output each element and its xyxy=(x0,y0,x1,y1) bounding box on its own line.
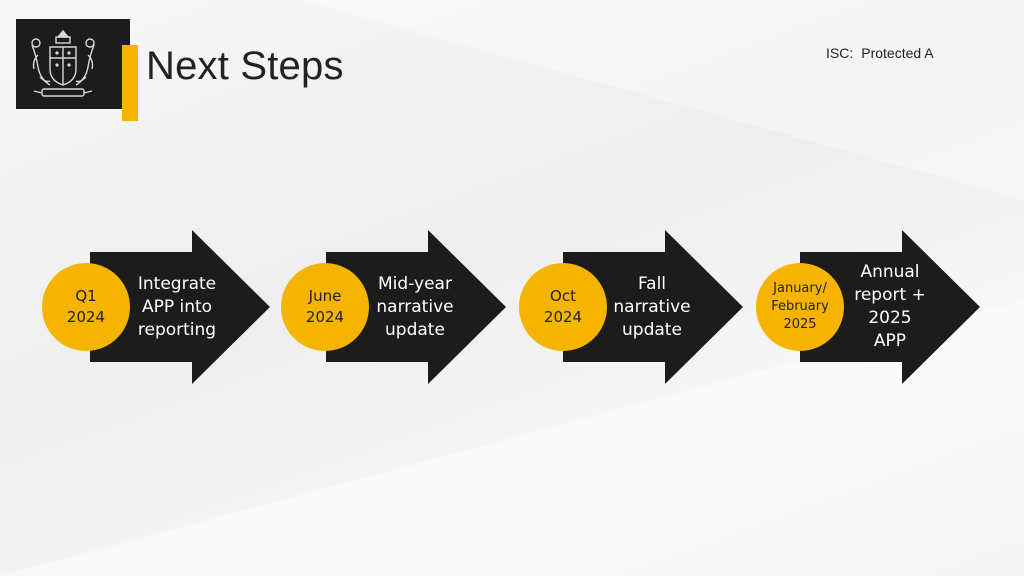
step-3-arrow: Fall narrative update xyxy=(563,230,743,384)
arrow-shape xyxy=(326,230,506,384)
step-3-label: Fall narrative update xyxy=(613,273,691,340)
arrow-shape xyxy=(563,230,743,384)
step-1-arrow: Integrate APP into reporting xyxy=(90,230,270,384)
step-1-label: Integrate APP into reporting xyxy=(137,273,217,340)
logo xyxy=(16,19,138,121)
classification-org: ISC: xyxy=(826,45,854,61)
step-2-label: Mid-year narrative update xyxy=(376,273,454,340)
step-3-date: Oct 2024 xyxy=(519,263,607,351)
step-2-arrow: Mid-year narrative update xyxy=(326,230,506,384)
logo-accent-bar xyxy=(122,45,138,121)
step-4-arrow: Annual report + 2025 APP xyxy=(800,230,980,384)
coat-of-arms-icon xyxy=(31,29,95,97)
classification-level: Protected A xyxy=(861,45,934,61)
step-2-date: June 2024 xyxy=(281,263,369,351)
classification-label: ISC: Protected A xyxy=(826,45,934,61)
arrow-shape xyxy=(90,230,270,384)
arrow-shape xyxy=(800,230,980,384)
step-1-date: Q1 2024 xyxy=(42,263,130,351)
step-4-label: Annual report + 2025 APP xyxy=(854,262,926,351)
page-title: Next Steps xyxy=(146,44,344,88)
step-4-date: January/ February 2025 xyxy=(756,263,844,351)
